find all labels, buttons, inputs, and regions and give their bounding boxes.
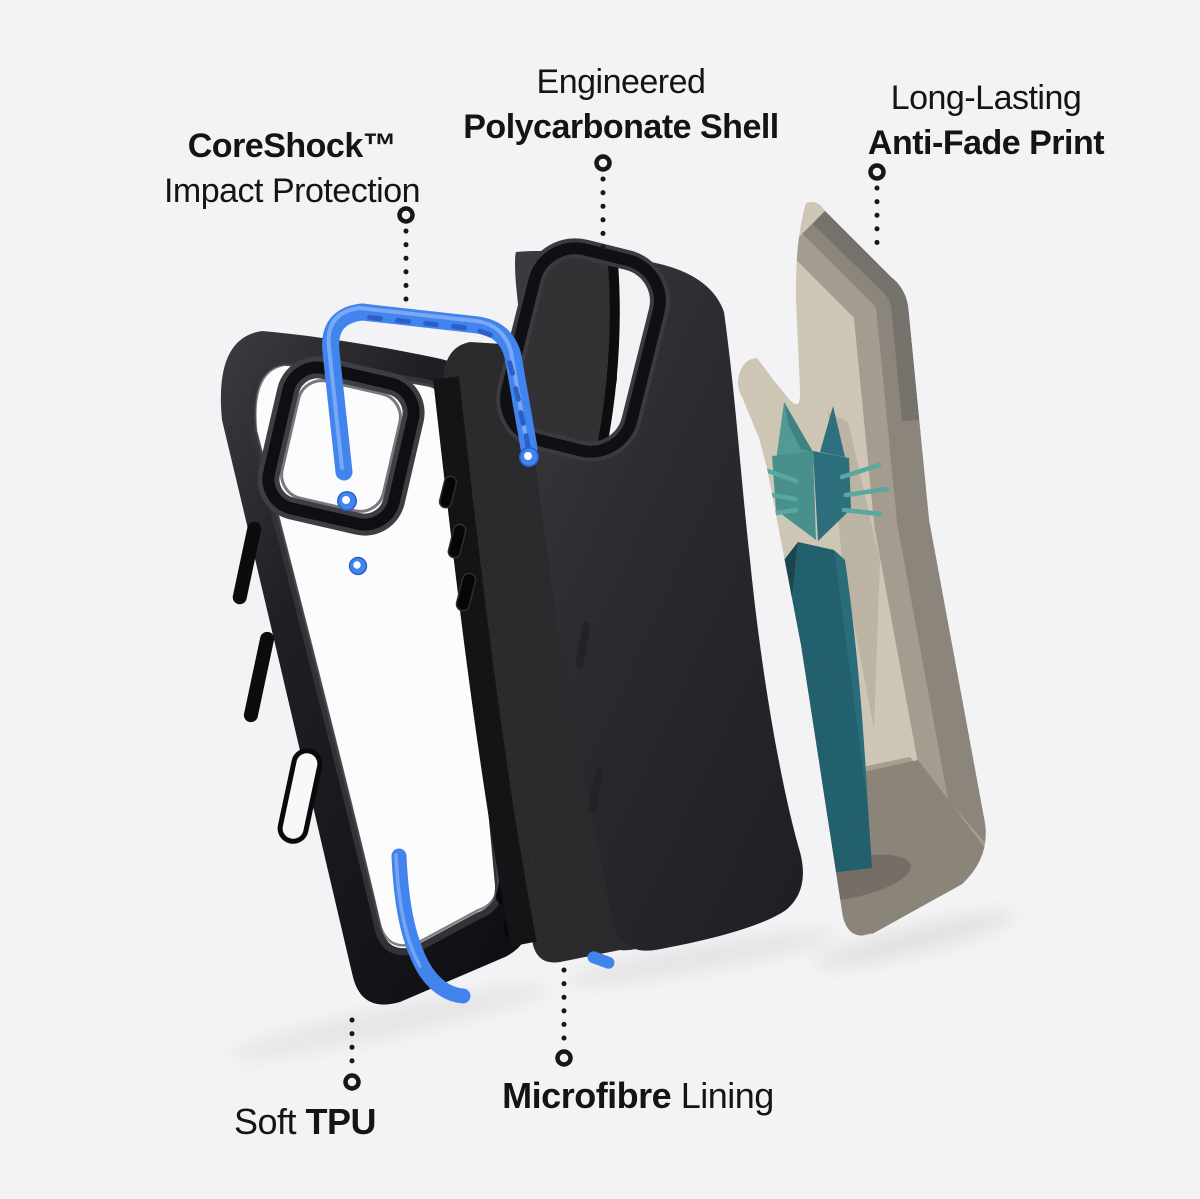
leader-tpu xyxy=(343,1017,361,1091)
label-impact-line2: Impact Protection xyxy=(163,172,421,210)
ground-shadows xyxy=(228,911,1017,1060)
shell-camera-opening xyxy=(496,238,670,462)
label-impact-protection: CoreShock™ Impact Protection xyxy=(163,124,421,214)
blue-accent-ring xyxy=(519,447,539,467)
blue-accent-ring xyxy=(337,491,357,511)
coreshock-bottom-hook xyxy=(391,848,471,1004)
tpu-camera-ring xyxy=(257,356,425,536)
label-print-line2: Anti-Fade Print xyxy=(867,124,1105,162)
label-print-line1: Long-Lasting xyxy=(890,79,1082,117)
leader-ring-icon xyxy=(555,1049,573,1067)
label-polycarbonate-shell: Engineered Polycarbonate Shell xyxy=(463,60,779,150)
hook-highlight xyxy=(394,853,422,968)
blue-accent-ring xyxy=(348,556,368,576)
leader-ring-icon xyxy=(343,1073,361,1091)
lining-blue-tab xyxy=(587,951,615,969)
bumper-button xyxy=(447,523,467,559)
label-lining-normal: Lining xyxy=(680,1075,775,1116)
label-shell-line1: Engineered xyxy=(536,63,706,101)
shell-button-relief xyxy=(575,621,591,669)
coreshock-rail-layer xyxy=(322,303,539,1004)
lining-hole-rim xyxy=(596,262,620,451)
bumper-button xyxy=(438,475,458,509)
rail-grip-dashes xyxy=(367,314,531,449)
leader-ring-icon xyxy=(594,154,612,172)
leader-lines xyxy=(343,154,886,1091)
leader-ring-icon xyxy=(397,206,415,224)
bumper-button xyxy=(455,572,477,612)
leader-print xyxy=(868,163,886,257)
tpu-side-button xyxy=(232,521,262,605)
shell-button-relief xyxy=(588,768,604,812)
tpu-side-button xyxy=(243,631,275,723)
tpu-mute-slot xyxy=(277,748,323,844)
leader-shell xyxy=(594,154,612,259)
label-soft-tpu: Soft TPU xyxy=(233,1100,377,1144)
label-microfibre-lining: Microfibre Lining xyxy=(502,1074,774,1118)
label-anti-fade-print: Long-Lasting Anti-Fade Print xyxy=(867,76,1105,166)
leader-impact xyxy=(397,206,415,314)
leader-lining xyxy=(555,967,573,1067)
rail-highlight xyxy=(326,305,529,470)
label-tpu-normal: Soft xyxy=(233,1101,297,1142)
label-shell-line2: Polycarbonate Shell xyxy=(463,108,779,146)
polycarbonate-shell-layer xyxy=(496,238,803,951)
label-tpu-bold: TPU xyxy=(305,1101,377,1142)
leader-ring-icon xyxy=(868,163,886,181)
label-impact-line1: CoreShock™ xyxy=(187,127,397,165)
label-lining-bold: Microfibre xyxy=(502,1075,672,1116)
bumper-edge xyxy=(433,376,537,947)
